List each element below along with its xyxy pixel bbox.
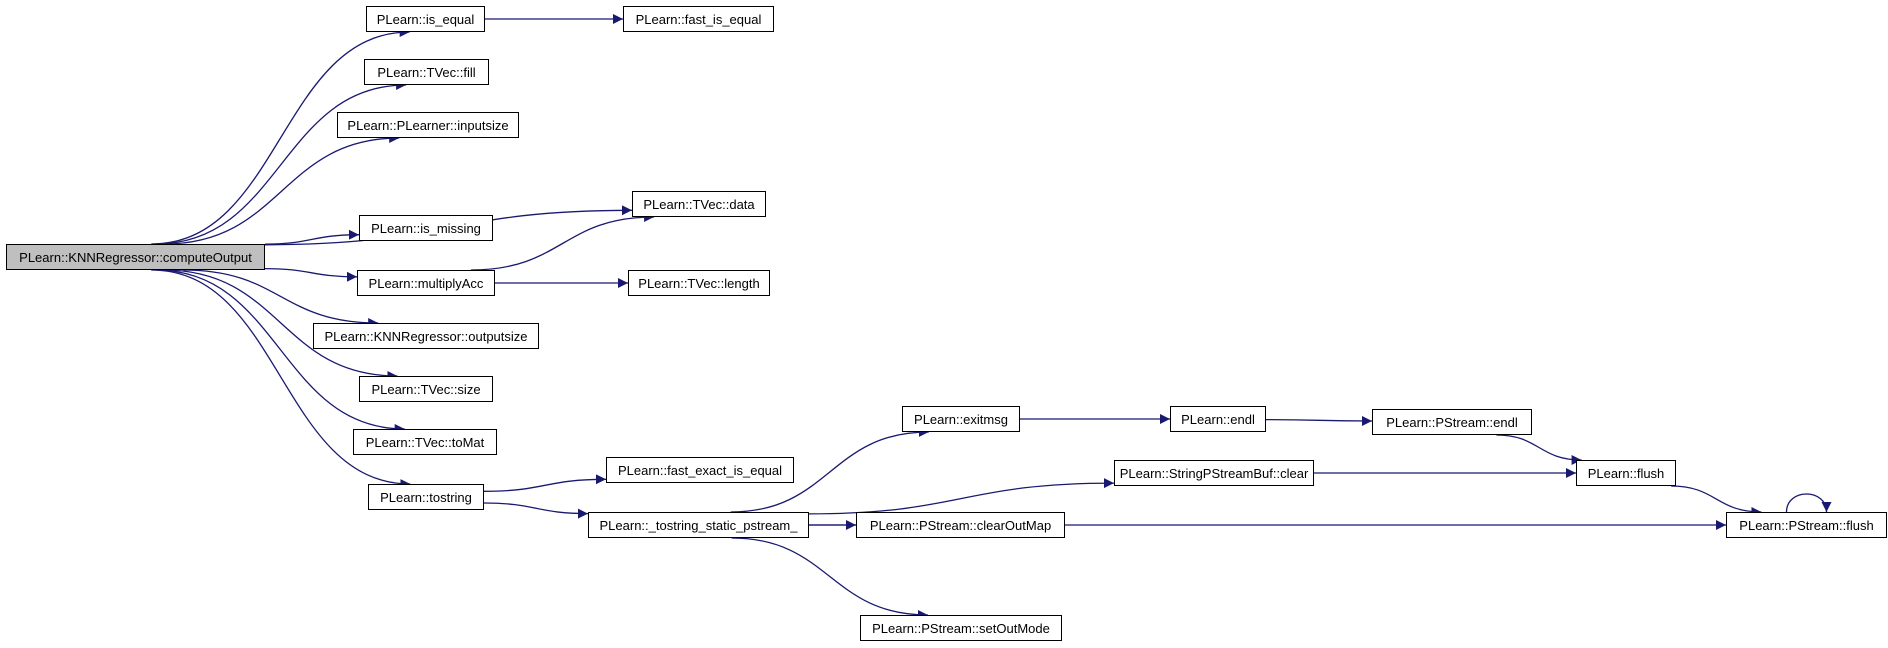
edge-compute-to-is_equal — [151, 27, 410, 245]
node-endl[interactable]: PLearn::endl — [1170, 406, 1266, 432]
edge-tostring-to-tostring_static — [483, 502, 589, 519]
node-tostring-static-pstream[interactable]: PLearn::_tostring_static_pstream_ — [588, 512, 809, 538]
node-tvec-data[interactable]: PLearn::TVec::data — [632, 191, 766, 217]
node-tvec-size[interactable]: PLearn::TVec::size — [359, 376, 493, 402]
node-tostring[interactable]: PLearn::tostring — [368, 484, 484, 510]
node-tvec-fill[interactable]: PLearn::TVec::fill — [364, 59, 489, 85]
node-fast-exact-is-equal[interactable]: PLearn::fast_exact_is_equal — [606, 457, 794, 483]
edge-endl-to-pstream_endl — [1265, 415, 1373, 426]
node-is-missing[interactable]: PLearn::is_missing — [359, 215, 493, 241]
edge-compute-to-toMat — [155, 269, 405, 434]
node-flush[interactable]: PLearn::flush — [1576, 460, 1676, 486]
edge-pstream_endl-to-flush — [1496, 434, 1582, 465]
node-tvec-tomat[interactable]: PLearn::TVec::toMat — [353, 429, 497, 455]
edge-compute-to-size — [164, 269, 398, 381]
edge-pstream_flush-to-pstream_flush — [1785, 493, 1832, 513]
node-stringpstreambuf-clear[interactable]: PLearn::StringPStreamBuf::clear — [1114, 460, 1314, 486]
edge-compute-to-outputsize — [183, 269, 379, 328]
edge-compute-to-tostring — [151, 269, 411, 489]
edge-tostring-to-fast_exact — [483, 474, 607, 492]
edge-tostring_static-to-exitmsg — [730, 427, 929, 513]
node-inputsize[interactable]: PLearn::PLearner::inputsize — [337, 112, 519, 138]
node-pstream-flush[interactable]: PLearn::PStream::flush — [1726, 512, 1887, 538]
node-multiply-acc[interactable]: PLearn::multiplyAcc — [357, 270, 495, 296]
node-fast-is-equal[interactable]: PLearn::fast_is_equal — [623, 6, 774, 32]
node-is-equal[interactable]: PLearn::is_equal — [366, 6, 485, 32]
edge-compute-to-multiplyAcc — [264, 267, 358, 282]
edge-compute-to-fill — [155, 80, 407, 245]
edge-multiplyAcc-to-data — [470, 212, 655, 271]
edge-compute-to-inputsize — [164, 133, 400, 245]
node-exitmsg[interactable]: PLearn::exitmsg — [902, 406, 1020, 432]
edge-tostring_static-to-sp_clear — [808, 478, 1115, 515]
node-pstream-endl[interactable]: PLearn::PStream::endl — [1372, 409, 1532, 435]
node-pstream-clearoutmap[interactable]: PLearn::PStream::clearOutMap — [856, 512, 1065, 538]
edge-flush-to-pstream_flush — [1671, 485, 1762, 517]
node-pstream-setoutmode[interactable]: PLearn::PStream::setOutMode — [860, 615, 1062, 641]
edge-compute-to-is_missing — [264, 229, 360, 245]
node-outputsize[interactable]: PLearn::KNNRegressor::outputsize — [313, 323, 539, 349]
edge-tostring_static-to-setOutMode — [731, 537, 928, 620]
node-tvec-length[interactable]: PLearn::TVec::length — [628, 270, 770, 296]
node-compute-output[interactable]: PLearn::KNNRegressor::computeOutput — [6, 244, 265, 270]
